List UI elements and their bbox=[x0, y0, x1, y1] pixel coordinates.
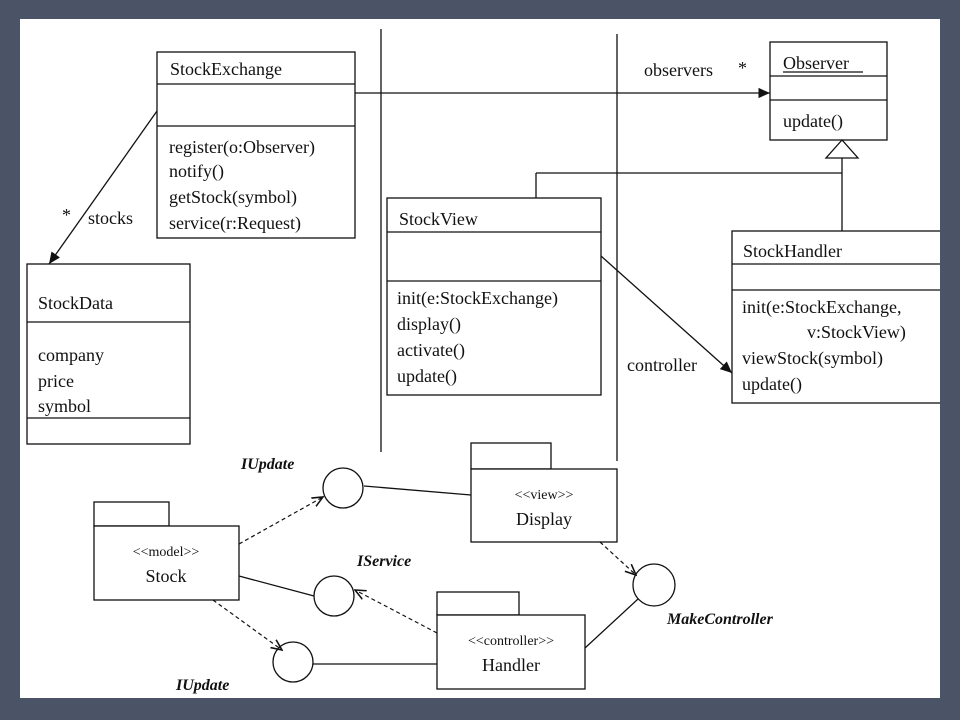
class-stock-exchange[interactable]: StockExchange register(o:Observer) notif… bbox=[156, 51, 356, 239]
method: update() bbox=[397, 366, 457, 387]
package-display[interactable]: <<view>> Display bbox=[470, 442, 618, 543]
interface-label: MakeController bbox=[666, 611, 774, 628]
association-label: observers bbox=[644, 60, 713, 80]
method: viewStock(symbol) bbox=[742, 348, 883, 369]
interface-iupdate-bottom: IUpdate bbox=[175, 599, 437, 694]
class-name: StockExchange bbox=[170, 59, 282, 79]
method: v:StockView) bbox=[807, 322, 906, 343]
method: activate() bbox=[397, 340, 465, 361]
package-name: Display bbox=[516, 509, 572, 529]
package-stock[interactable]: <<model>> Stock bbox=[93, 501, 240, 601]
package-stereotype: <<controller>> bbox=[468, 634, 554, 649]
interface-label: IUpdate bbox=[175, 677, 229, 694]
method: init(e:StockExchange) bbox=[397, 288, 558, 309]
interface-iupdate-top: IUpdate bbox=[238, 456, 472, 545]
association-label: stocks bbox=[88, 208, 133, 228]
generalization-observer bbox=[535, 139, 860, 231]
interface-make-controller: MakeController bbox=[584, 541, 774, 649]
attribute: company bbox=[38, 345, 104, 365]
method: getStock(symbol) bbox=[169, 187, 297, 208]
method: notify() bbox=[169, 161, 224, 182]
method: register(o:Observer) bbox=[169, 137, 315, 158]
association-stocks: * stocks bbox=[48, 110, 158, 265]
class-stock-data[interactable]: StockData company price symbol bbox=[26, 263, 191, 445]
class-stock-handler[interactable]: StockHandler init(e:StockExchange, v:Sto… bbox=[731, 230, 940, 404]
class-stock-view[interactable]: StockView init(e:StockExchange) display(… bbox=[386, 197, 602, 396]
class-observer[interactable]: Observer update() bbox=[769, 41, 888, 141]
package-handler[interactable]: <<controller>> Handler bbox=[436, 591, 586, 690]
diagram-canvas: StockExchange register(o:Observer) notif… bbox=[20, 19, 940, 698]
multiplicity: * bbox=[62, 205, 71, 225]
method: service(r:Request) bbox=[169, 213, 301, 234]
attribute: symbol bbox=[38, 396, 91, 416]
association-observers: observers * bbox=[355, 58, 770, 99]
uml-diagram: StockExchange register(o:Observer) notif… bbox=[26, 29, 940, 694]
attribute: price bbox=[38, 371, 74, 391]
method: update() bbox=[742, 374, 802, 395]
interface-label: IUpdate bbox=[240, 456, 294, 473]
method: display() bbox=[397, 314, 461, 335]
class-name: StockView bbox=[399, 209, 478, 229]
interface-iservice: IService bbox=[238, 553, 438, 634]
method: update() bbox=[783, 111, 843, 132]
interface-label: IService bbox=[356, 553, 411, 570]
multiplicity: * bbox=[738, 58, 747, 78]
package-stereotype: <<view>> bbox=[515, 488, 574, 503]
package-name: Handler bbox=[482, 655, 540, 675]
class-name: StockData bbox=[38, 293, 113, 313]
association-controller: controller bbox=[600, 255, 733, 375]
association-label: controller bbox=[627, 355, 697, 375]
class-name: Observer bbox=[783, 53, 849, 73]
class-name: StockHandler bbox=[743, 241, 842, 261]
package-stereotype: <<model>> bbox=[133, 545, 200, 560]
package-name: Stock bbox=[145, 566, 186, 586]
method: init(e:StockExchange, bbox=[742, 297, 901, 318]
